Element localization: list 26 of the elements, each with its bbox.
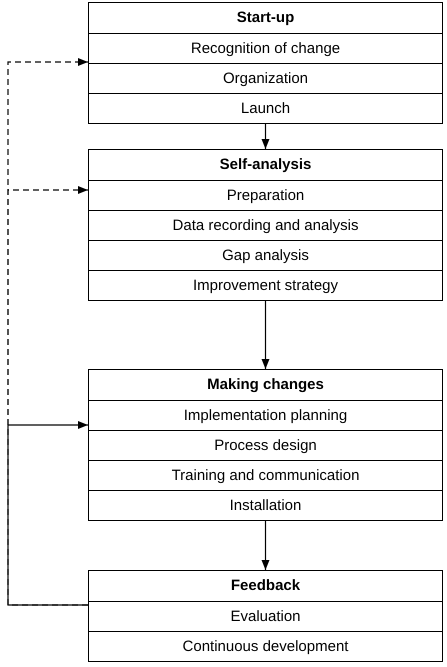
step-row: Gap analysis: [89, 240, 442, 270]
stage-heading: Feedback: [230, 576, 302, 596]
stage-heading: Making changes: [206, 375, 325, 395]
step-row: Organization: [89, 63, 442, 93]
stage-box: [88, 570, 443, 662]
arrow: [7, 58, 88, 606]
stage-box: [88, 149, 443, 301]
step-row: Implementation planning: [89, 400, 442, 430]
step-row: Evaluation: [89, 601, 442, 631]
step-row: Improvement strategy: [89, 270, 442, 300]
step-row: Data recording and analysis: [89, 210, 442, 240]
arrow: [262, 300, 270, 369]
arrow: [262, 123, 270, 149]
step-row: Process design: [89, 430, 442, 460]
step-row: Installation: [89, 490, 442, 520]
step-row: Recognition of change: [89, 33, 442, 63]
stage-box: [88, 2, 443, 124]
arrow: [262, 520, 270, 570]
step-row: Training and communication: [89, 460, 442, 490]
stage-box: [88, 369, 443, 521]
step-row: Preparation: [89, 180, 442, 210]
stage-heading: Self-analysis: [218, 155, 312, 175]
step-row: Continuous development: [89, 631, 442, 661]
step-row: Launch: [89, 93, 442, 123]
stage-heading: Start-up: [236, 8, 296, 28]
arrow: [7, 421, 88, 606]
